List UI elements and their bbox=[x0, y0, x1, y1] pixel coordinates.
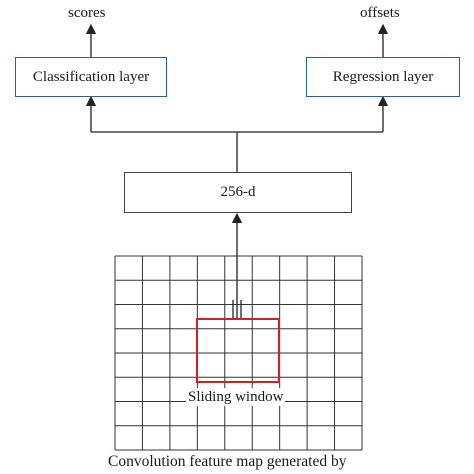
sliding-window-box bbox=[196, 318, 280, 383]
classification-layer-box: Classification layer bbox=[15, 57, 167, 97]
regression-layer-box: Regression layer bbox=[306, 57, 460, 97]
scores-label: scores bbox=[68, 5, 106, 21]
offsets-label: offsets bbox=[360, 5, 400, 21]
intermediate-layer-label: 256-d bbox=[220, 184, 256, 200]
intermediate-layer-box: 256-d bbox=[124, 172, 352, 213]
sliding-window-label: Sliding window bbox=[186, 388, 286, 406]
regression-layer-label: Regression layer bbox=[332, 68, 434, 85]
feature-map-caption: Convolution feature map generated by bbox=[108, 453, 347, 470]
feature-map-grid bbox=[114, 255, 363, 451]
classification-layer-label: Classification layer bbox=[32, 68, 150, 85]
